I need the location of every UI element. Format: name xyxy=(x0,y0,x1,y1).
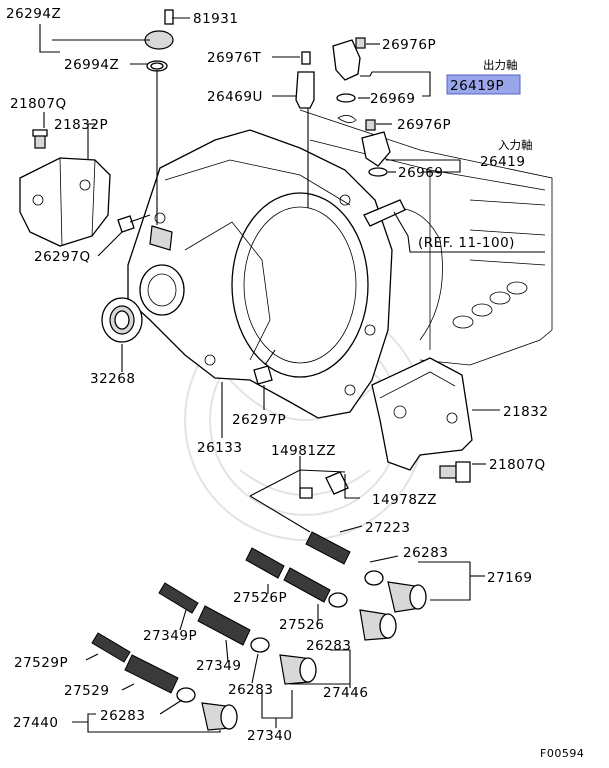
label-27340[interactable]: 27340 xyxy=(247,728,292,744)
label-26283-a[interactable]: 26283 xyxy=(403,545,448,561)
speed-sensors xyxy=(295,37,406,227)
label-21807Q-left[interactable]: 21807Q xyxy=(10,96,67,112)
label-27440[interactable]: 27440 xyxy=(13,715,58,731)
label-26283-c[interactable]: 26283 xyxy=(228,682,273,698)
label-27349[interactable]: 27349 xyxy=(196,658,241,674)
label-26469U[interactable]: 26469U xyxy=(207,89,263,105)
highlight-box xyxy=(446,74,521,95)
label-21832[interactable]: 21832 xyxy=(503,404,548,420)
label-26297P[interactable]: 26297P xyxy=(232,412,286,428)
springs-and-pistons xyxy=(91,531,427,731)
label-26969-top[interactable]: 26969 xyxy=(370,91,415,107)
label-21807Q-right[interactable]: 21807Q xyxy=(489,457,546,473)
label-81931[interactable]: 81931 xyxy=(193,11,238,27)
label-26994Z[interactable]: 26994Z xyxy=(64,57,119,73)
bolts xyxy=(117,214,349,499)
label-26297Q[interactable]: 26297Q xyxy=(34,249,91,265)
engine-block-outline xyxy=(299,109,553,366)
label-14978ZZ[interactable]: 14978ZZ xyxy=(372,492,437,508)
label-26976P-top[interactable]: 26976P xyxy=(382,37,436,53)
label-26969-mid[interactable]: 26969 xyxy=(398,165,443,181)
label-27526[interactable]: 27526 xyxy=(279,617,324,633)
label-26283-b[interactable]: 26283 xyxy=(306,638,351,654)
part-labels: 26294Z 81931 26994Z 26976T 26976P 出力軸 26… xyxy=(6,6,584,760)
label-27526P[interactable]: 27526P xyxy=(233,590,287,606)
cap-and-oring xyxy=(144,9,174,225)
label-27446[interactable]: 27446 xyxy=(323,685,368,701)
label-26133[interactable]: 26133 xyxy=(197,440,242,456)
input-shaft-label: 入力軸 xyxy=(498,138,533,152)
label-27529P[interactable]: 27529P xyxy=(14,655,68,671)
oil-seal-32268 xyxy=(101,297,143,343)
label-26419P[interactable]: 26419P xyxy=(450,78,504,94)
leader-lines xyxy=(39,17,545,733)
label-26976T[interactable]: 26976T xyxy=(207,50,261,66)
label-27349P[interactable]: 27349P xyxy=(143,628,197,644)
label-21832P[interactable]: 21832P xyxy=(54,117,108,133)
label-26419[interactable]: 26419 xyxy=(480,154,525,170)
reference-label[interactable]: (REF. 11-100) xyxy=(418,235,515,251)
mount-bracket-left xyxy=(19,129,111,247)
label-27223[interactable]: 27223 xyxy=(365,520,410,536)
label-32268[interactable]: 32268 xyxy=(90,371,135,387)
figure-code: F00594 xyxy=(540,747,584,760)
label-14981ZZ[interactable]: 14981ZZ xyxy=(271,443,336,459)
mount-bracket-right xyxy=(371,357,473,483)
transmission-case xyxy=(127,129,393,419)
label-26976P-mid[interactable]: 26976P xyxy=(397,117,451,133)
label-26283-d[interactable]: 26283 xyxy=(100,708,145,724)
output-shaft-label: 出力軸 xyxy=(483,58,518,72)
label-27529[interactable]: 27529 xyxy=(64,683,109,699)
label-26294Z[interactable]: 26294Z xyxy=(6,6,61,22)
label-27169[interactable]: 27169 xyxy=(487,570,532,586)
